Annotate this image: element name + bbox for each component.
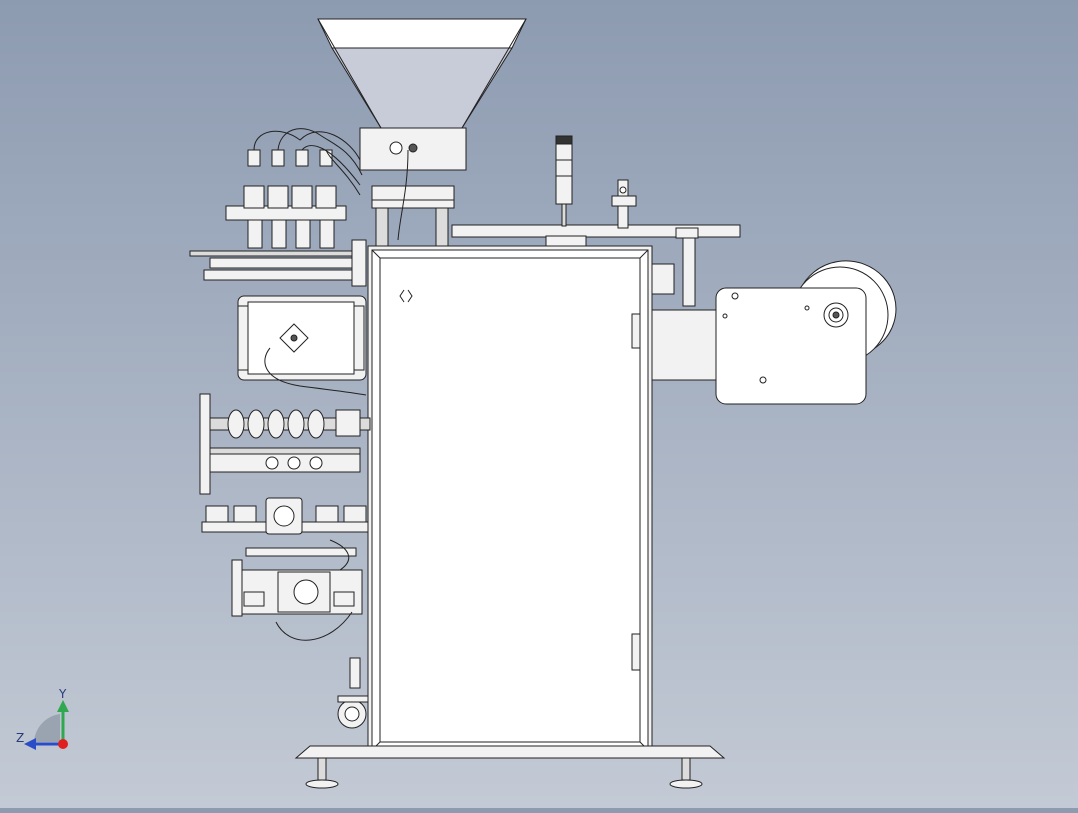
lower-plates: [201, 497, 369, 571]
sealing-plate: [237, 295, 367, 396]
sensor-bracket: [611, 179, 696, 307]
hopper: [317, 18, 527, 171]
z-arrow-head: [24, 738, 36, 750]
hopper-columns: [371, 149, 455, 247]
top-crossbar: [451, 224, 741, 247]
coordinate-triad[interactable]: Y Z: [16, 687, 69, 750]
y-axis-label: Y: [58, 687, 67, 701]
base-frame: [294, 745, 726, 789]
y-arrow-head: [57, 700, 69, 712]
x-axis-dot: [58, 739, 68, 749]
left-rods: [189, 239, 367, 287]
film-roll-unit: [651, 260, 897, 405]
z-axis-label: Z: [16, 731, 24, 745]
main-cabinet: [367, 245, 653, 755]
left-valve-bank: [225, 128, 363, 249]
bottom-gear-box: [231, 559, 363, 689]
roller-shaft: [199, 393, 371, 495]
signal-tower: [555, 135, 573, 227]
bottom-sprocket: [337, 695, 369, 729]
